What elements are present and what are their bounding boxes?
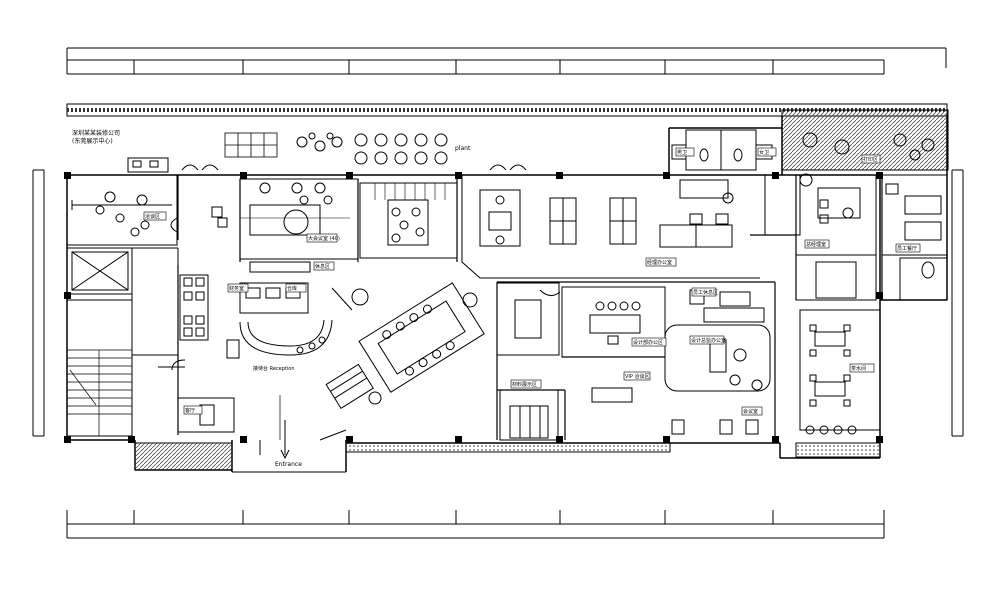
- entrance-lounge: [158, 359, 347, 441]
- room-tag-office-a: 经理办公室: [645, 257, 677, 267]
- side-dimension-lines: [32, 169, 964, 437]
- svg-text:材料展示区: 材料展示区: [512, 381, 537, 388]
- svg-text:会议室: 会议室: [743, 408, 758, 415]
- room-tag-meeting-big: 大会议室 (40): [306, 233, 340, 243]
- svg-text:大会议室 (40): 大会议室 (40): [308, 235, 340, 242]
- bottom-dimension-line: [66, 510, 885, 539]
- room-tag-guest: 客厅: [183, 405, 203, 415]
- room-dining: [799, 309, 881, 435]
- room-meeting-big: [211, 178, 359, 273]
- svg-text:客厅: 客厅: [185, 407, 195, 414]
- svg-text:设计部办公区: 设计部办公区: [633, 339, 663, 346]
- stair-core: [66, 247, 179, 437]
- entrance-arrow: [280, 420, 290, 460]
- interior-walls: [177, 175, 883, 440]
- room-tag-lounge-a: 洽谈区: [143, 211, 167, 221]
- room-manager: [496, 282, 561, 356]
- room-tag-print: 打印区: [861, 154, 881, 164]
- room-labels: 深圳某某装修公司 (东莞展示中心) plant Entrance 接待台 Rec…: [72, 129, 471, 468]
- room-director: [664, 289, 771, 392]
- svg-text:仓库: 仓库: [287, 285, 297, 292]
- site-note: 深圳某某装修公司: [72, 129, 120, 137]
- room-tag-vip: VIP 洽谈区: [623, 371, 651, 381]
- svg-text:经理办公室: 经理办公室: [647, 259, 672, 266]
- room-tag-wc-m: 男卫: [675, 147, 695, 157]
- room-gallery: [359, 182, 458, 259]
- room-tag-office-c: 设计总监办公室: [689, 335, 726, 345]
- svg-text:男卫: 男卫: [677, 150, 687, 156]
- room-tag-ceo: 总经理室: [804, 239, 830, 249]
- round-tables-grid: [354, 133, 448, 165]
- room-tags: 洽谈区 大会议室 (40) 休息区 财务室 仓库 经理办公室 设计部办公区 设计…: [143, 147, 921, 416]
- room-ceo: [881, 174, 948, 301]
- reception-area: [179, 274, 369, 359]
- room-material: [499, 387, 759, 441]
- room-tag-dining: 员工餐厅: [895, 243, 921, 253]
- room-office-right: [764, 173, 877, 301]
- room-tag-storage: 仓库: [285, 283, 307, 293]
- svg-text:打印区: 打印区: [863, 156, 878, 163]
- room-tag-waiting: 休息区: [313, 261, 335, 271]
- svg-text:员工餐厅: 员工餐厅: [897, 245, 917, 252]
- room-tag-finance: 财务室: [227, 283, 249, 293]
- room-tag-rest: 员工休息区: [691, 287, 718, 297]
- open-office-desks: [461, 175, 760, 279]
- exterior-paving: [134, 440, 881, 473]
- room-design-office: [561, 286, 666, 358]
- svg-text:洽谈区: 洽谈区: [145, 213, 160, 220]
- svg-text:设计总监办公室: 设计总监办公室: [691, 337, 726, 344]
- room-tag-material: 材料展示区: [510, 379, 542, 389]
- svg-text:财务室: 财务室: [229, 285, 244, 292]
- svg-text:茶水间: 茶水间: [851, 365, 866, 372]
- room-lounge-topleft: [66, 157, 178, 246]
- svg-text:总经理室: 总经理室: [806, 241, 826, 248]
- garden-furniture: [802, 132, 935, 161]
- reception-label: 接待台 Reception: [253, 365, 295, 372]
- top-furniture-row: [181, 132, 527, 171]
- plant-label: plant: [455, 145, 471, 152]
- svg-text:女卫: 女卫: [759, 149, 769, 156]
- svg-text:VIP 洽谈区: VIP 洽谈区: [625, 373, 650, 380]
- angled-meeting-room: [325, 282, 485, 410]
- room-tag-pantry: 茶水间: [849, 363, 875, 373]
- room-tag-office-b: 设计部办公区: [631, 337, 667, 347]
- room-tag-meeting-small: 会议室: [741, 406, 763, 416]
- svg-text:员工休息区: 员工休息区: [693, 289, 718, 296]
- svg-text:休息区: 休息区: [315, 263, 330, 270]
- top-dimension-line: [66, 47, 947, 75]
- entrance-label: Entrance: [275, 461, 302, 468]
- top-planter-strip: [66, 103, 949, 171]
- site-note-sub: (东莞展示中心): [72, 137, 113, 145]
- room-tag-wc-f: 女卫: [757, 147, 777, 157]
